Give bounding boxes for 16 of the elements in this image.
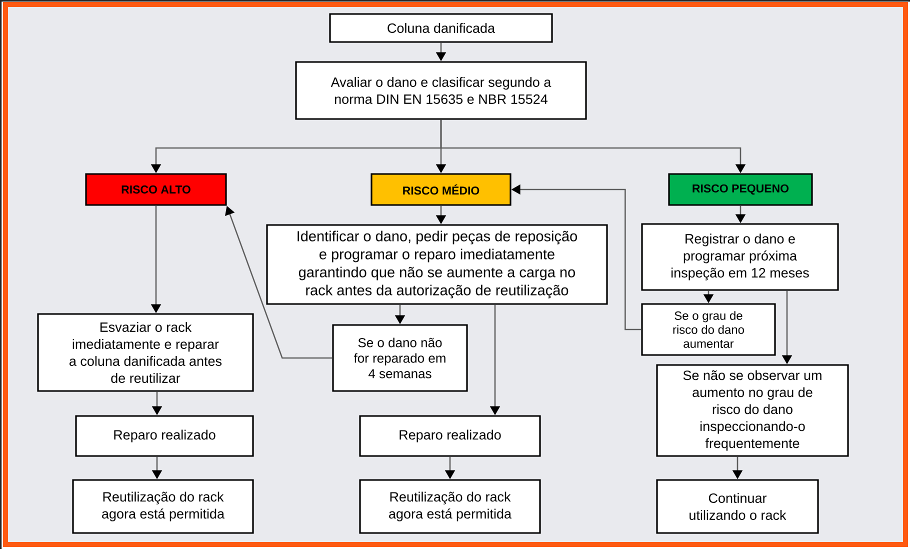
process-box: Reparo realizado bbox=[359, 415, 541, 457]
process-box: Reparo realizado bbox=[75, 415, 254, 457]
process-box: Identificar o dano, pedir peças de reposição e programar o reparo imediatamente garantindo que não se aumente a carga no rack antes da autorização de reutilização bbox=[266, 224, 608, 305]
category-box: RISCO PEQUENO bbox=[668, 173, 813, 206]
process-box: Reutilização do rack agora está permitida bbox=[72, 479, 254, 534]
category-box: RISCO MÉDIO bbox=[370, 173, 512, 206]
process-box: Se o dano não for reparado em 4 semanas bbox=[332, 324, 468, 392]
process-box: Se o grau de risco do dano aumentar bbox=[641, 303, 776, 356]
process-box: Coluna danificada bbox=[329, 13, 553, 43]
process-box: Avaliar o dano e clasificar segundo a norma DIN EN 15635 e NBR 15524 bbox=[295, 61, 587, 120]
process-box: Se não se observar um aumento no grau de risco do dano inspeccionando-o frequentemente bbox=[656, 364, 849, 457]
process-box: Continuar utilizando o rack bbox=[656, 479, 819, 534]
process-box: Reutilização do rack agora está permitida bbox=[359, 479, 541, 534]
process-box: Registrar o dano e programar próxima inspeção em 12 meses bbox=[641, 223, 839, 291]
process-box: Esvaziar o rack imediatamente e reparar a coluna danificada antes de reutilizar bbox=[37, 313, 254, 392]
category-box: RISCO ALTO bbox=[85, 173, 227, 206]
